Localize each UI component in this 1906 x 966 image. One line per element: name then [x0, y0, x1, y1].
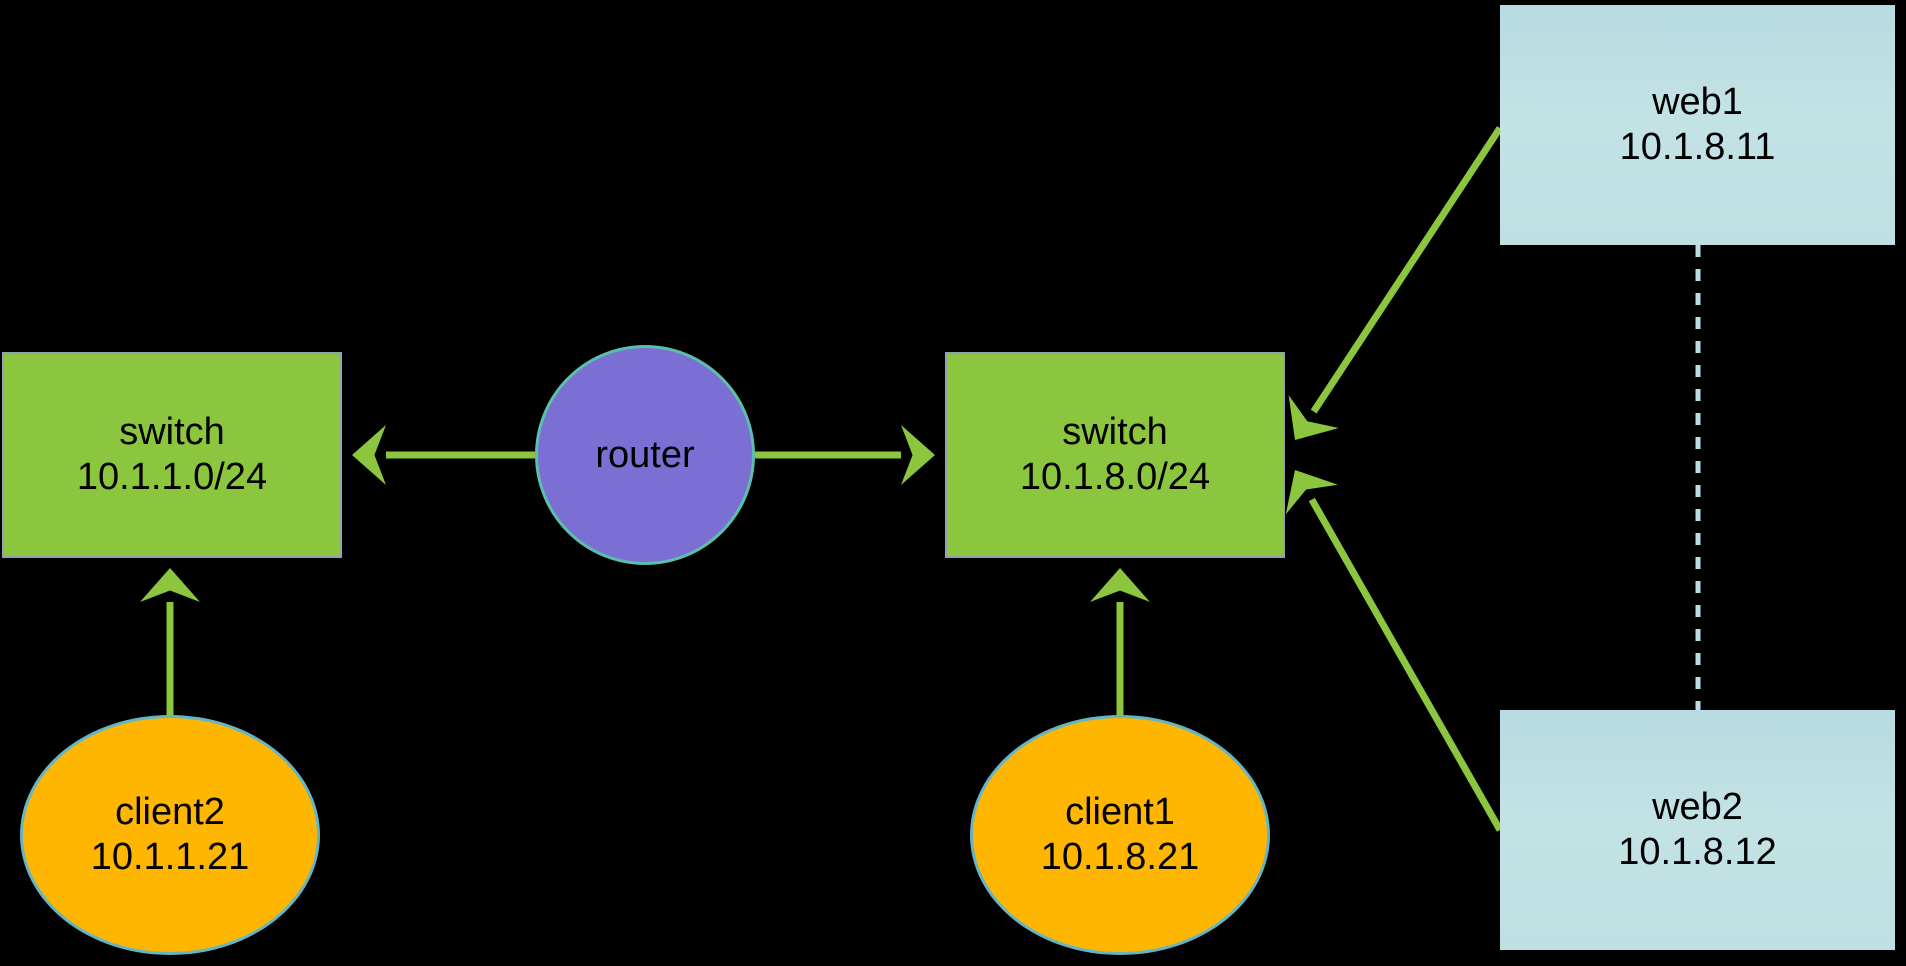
node-client2-subtitle: 10.1.1.21 [90, 836, 250, 878]
node-web1-subtitle: 10.1.8.11 [1619, 126, 1776, 168]
node-client2-title: client2 [115, 791, 225, 834]
arrowhead-web2-to-switch-right [1285, 470, 1338, 515]
node-switch-right[interactable]: switch 10.1.8.0/24 [945, 352, 1285, 558]
node-switch-right-title: switch [1062, 411, 1168, 454]
node-web2-subtitle: 10.1.8.12 [1618, 831, 1777, 873]
node-client1-subtitle: 10.1.8.21 [1040, 836, 1200, 878]
node-web1[interactable]: web1 10.1.8.11 [1500, 5, 1895, 245]
node-router[interactable]: router [535, 345, 755, 565]
node-router-title: router [595, 433, 695, 476]
node-switch-left-subtitle: 10.1.1.0/24 [76, 456, 268, 498]
node-switch-left-title: switch [119, 411, 225, 454]
arrowhead-router-to-switch-left [352, 425, 386, 485]
node-web2[interactable]: web2 10.1.8.12 [1500, 710, 1895, 950]
arrowhead-router-to-switch-right [901, 425, 935, 485]
node-client1-title: client1 [1065, 791, 1175, 834]
node-client2[interactable]: client2 10.1.1.21 [20, 715, 320, 955]
arrowhead-client1-to-switch-right [1090, 568, 1150, 602]
arrowhead-client2-to-switch-left [140, 568, 200, 602]
node-web1-title: web1 [1652, 81, 1743, 124]
node-web2-title: web2 [1652, 786, 1743, 829]
arrowhead-web1-to-switch-right [1288, 395, 1339, 440]
node-client1[interactable]: client1 10.1.8.21 [970, 715, 1270, 955]
node-switch-right-subtitle: 10.1.8.0/24 [1019, 456, 1211, 498]
node-switch-left[interactable]: switch 10.1.1.0/24 [2, 352, 342, 558]
edge-web2-to-switch-right [1308, 497, 1504, 832]
edge-web1-to-switch-right [1310, 126, 1503, 414]
